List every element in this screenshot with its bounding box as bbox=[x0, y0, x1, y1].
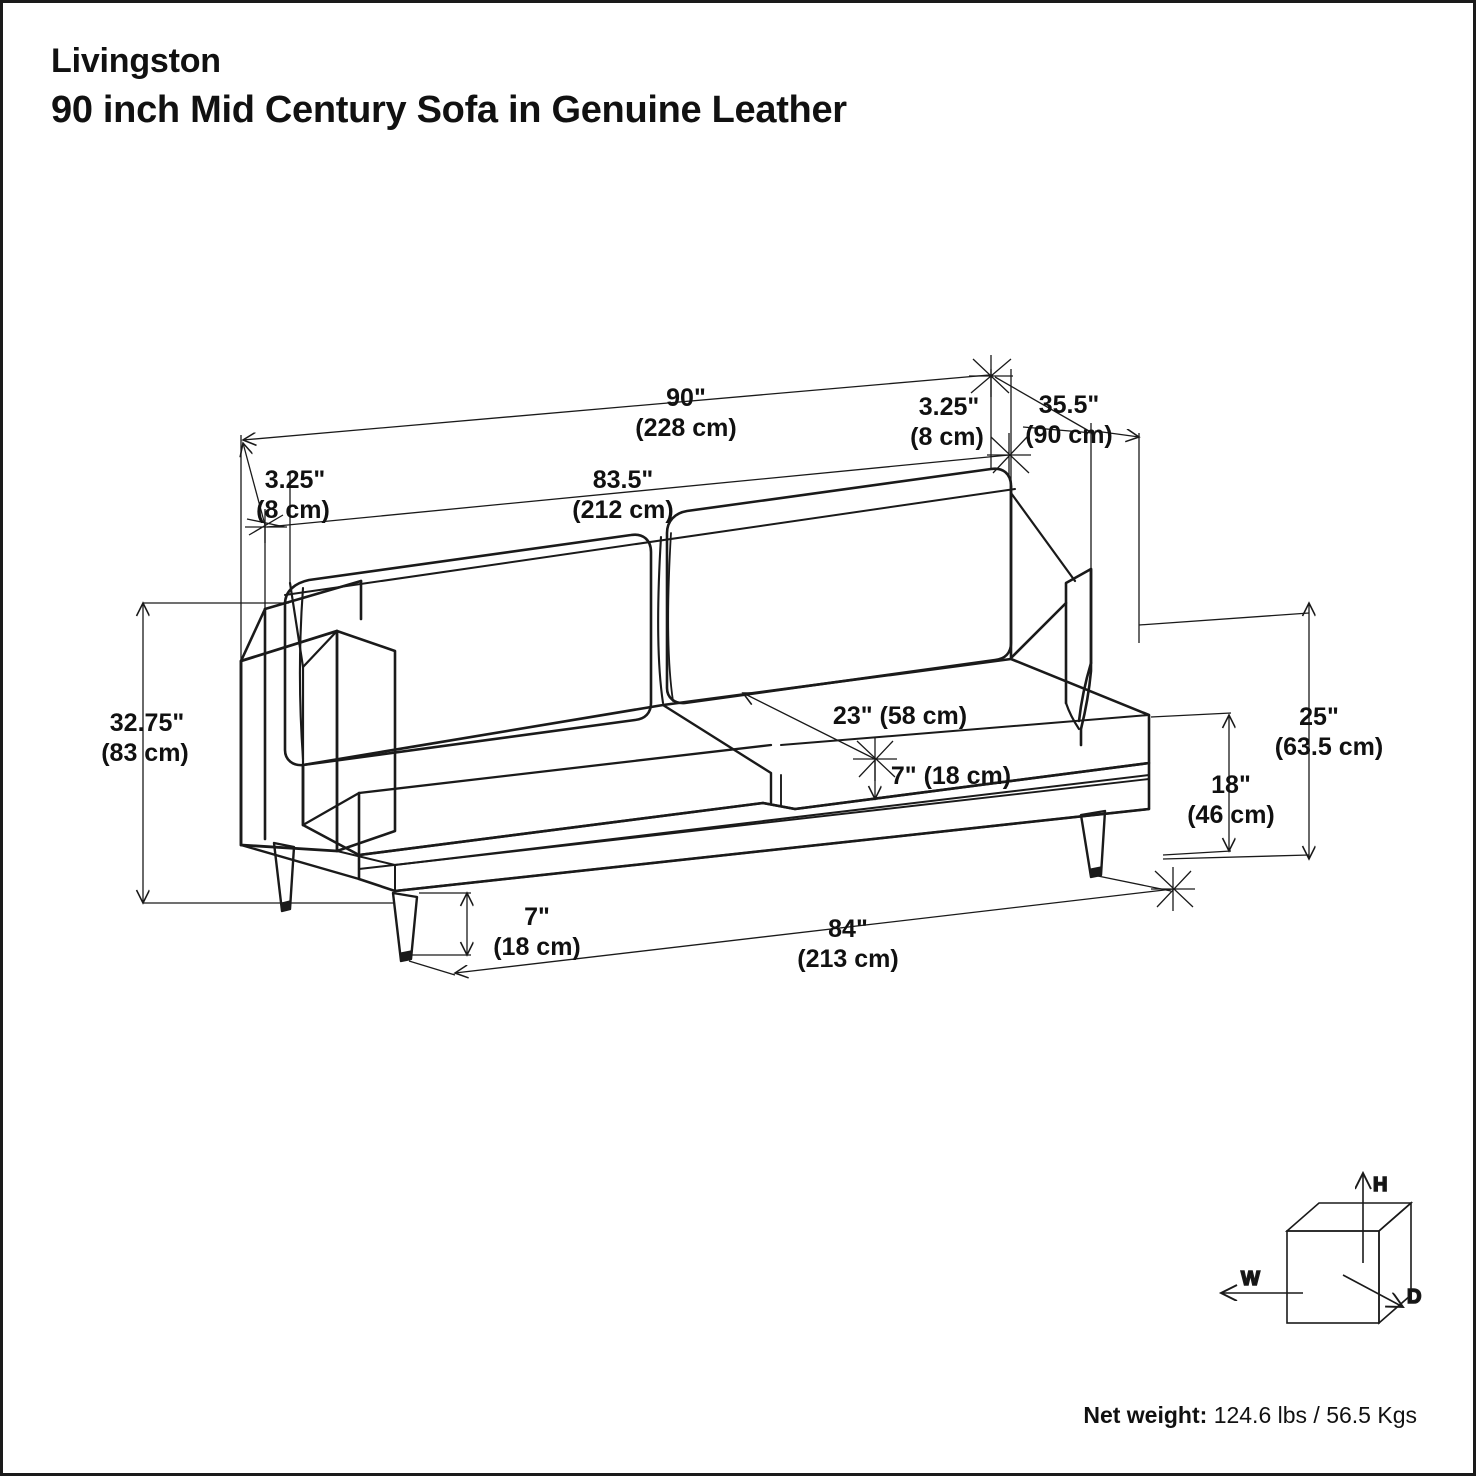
dim-arm-right: 3.25" (8 cm) bbox=[910, 393, 984, 451]
dim-cushion-thickness-value: 7" (18 cm) bbox=[891, 762, 1011, 790]
dim-seat-height-metric: (46 cm) bbox=[1187, 801, 1275, 829]
dim-back-height-metric: (63.5 cm) bbox=[1275, 733, 1383, 761]
legend-label-depth: D bbox=[1407, 1286, 1421, 1308]
dim-arm-left-inches: 3.25" bbox=[265, 466, 326, 494]
legend-label-height: H bbox=[1373, 1174, 1387, 1196]
legend-depth-arrow bbox=[1342, 1274, 1403, 1307]
sofa-dimension-drawing: 90" (228 cm) 3.25" (8 cm) 35.5" (90 cm) … bbox=[101, 355, 1422, 1325]
dim-overall-height-inches: 32.75" bbox=[110, 709, 184, 737]
dim-back-height-inches: 25" bbox=[1299, 703, 1339, 731]
dim-base-depth-metric: (213 cm) bbox=[797, 945, 898, 973]
dim-seat-height-inches: 18" bbox=[1211, 771, 1251, 799]
dim-arm-right-metric: (8 cm) bbox=[910, 423, 984, 451]
dim-leg-height: 7" (18 cm) bbox=[493, 903, 581, 961]
dim-arm-right-inches: 3.25" bbox=[919, 393, 980, 421]
page-subtitle: 90 inch Mid Century Sofa in Genuine Leat… bbox=[51, 89, 847, 132]
dim-overall-height: 32.75" (83 cm) bbox=[101, 709, 189, 767]
dim-base-depth: 84" (213 cm) bbox=[797, 915, 898, 973]
title-block: Livingston 90 inch Mid Century Sofa in G… bbox=[51, 41, 1251, 135]
net-weight-value: 124.6 lbs / 56.5 Kgs bbox=[1213, 1402, 1417, 1428]
dim-inside-width-inches: 83.5" bbox=[593, 466, 654, 494]
dimension-lines bbox=[143, 355, 1309, 975]
dim-inside-width: 83.5" (212 cm) bbox=[572, 466, 673, 524]
dim-arm-left-metric: (8 cm) bbox=[256, 496, 330, 524]
dim-seat-depth: 23" (58 cm) bbox=[833, 702, 967, 730]
dim-overall-width-inches: 90" bbox=[666, 384, 706, 412]
legend-cube-top bbox=[1284, 1202, 1414, 1232]
dim-cushion-thickness: 7" (18 cm) bbox=[891, 762, 1011, 790]
dim-overall-height-metric: (83 cm) bbox=[101, 739, 189, 767]
dim-overall-width-metric: (228 cm) bbox=[635, 414, 736, 442]
dim-seat-depth-value: 23" (58 cm) bbox=[833, 702, 967, 730]
legend-cube-front bbox=[1286, 1230, 1380, 1324]
dim-overall-depth: 35.5" (90 cm) bbox=[1025, 391, 1113, 449]
dim-overall-depth-metric: (90 cm) bbox=[1025, 421, 1113, 449]
dim-seat-height: 18" (46 cm) bbox=[1187, 771, 1275, 829]
sofa-illustration bbox=[239, 467, 1151, 963]
dim-base-depth-inches: 84" bbox=[828, 915, 868, 943]
dim-arm-left: 3.25" (8 cm) bbox=[256, 466, 330, 524]
net-weight-label: Net weight: bbox=[1083, 1402, 1208, 1428]
dim-leg-height-metric: (18 cm) bbox=[493, 933, 581, 961]
legend-cube-side bbox=[1378, 1201, 1412, 1325]
page-title: Livingston bbox=[51, 42, 221, 80]
legend-label-width: W bbox=[1241, 1268, 1260, 1290]
net-weight: Net weight: 124.6 lbs / 56.5 Kgs bbox=[1083, 1402, 1417, 1429]
dim-overall-width: 90" (228 cm) bbox=[635, 384, 736, 442]
dim-back-height: 25" (63.5 cm) bbox=[1275, 703, 1383, 761]
dim-inside-width-metric: (212 cm) bbox=[572, 496, 673, 524]
dimension-labels: 90" (228 cm) 3.25" (8 cm) 35.5" (90 cm) … bbox=[101, 384, 1383, 973]
dim-overall-depth-inches: 35.5" bbox=[1039, 391, 1100, 419]
axis-legend: H W D bbox=[1221, 1173, 1422, 1325]
dim-leg-height-inches: 7" bbox=[524, 903, 550, 931]
